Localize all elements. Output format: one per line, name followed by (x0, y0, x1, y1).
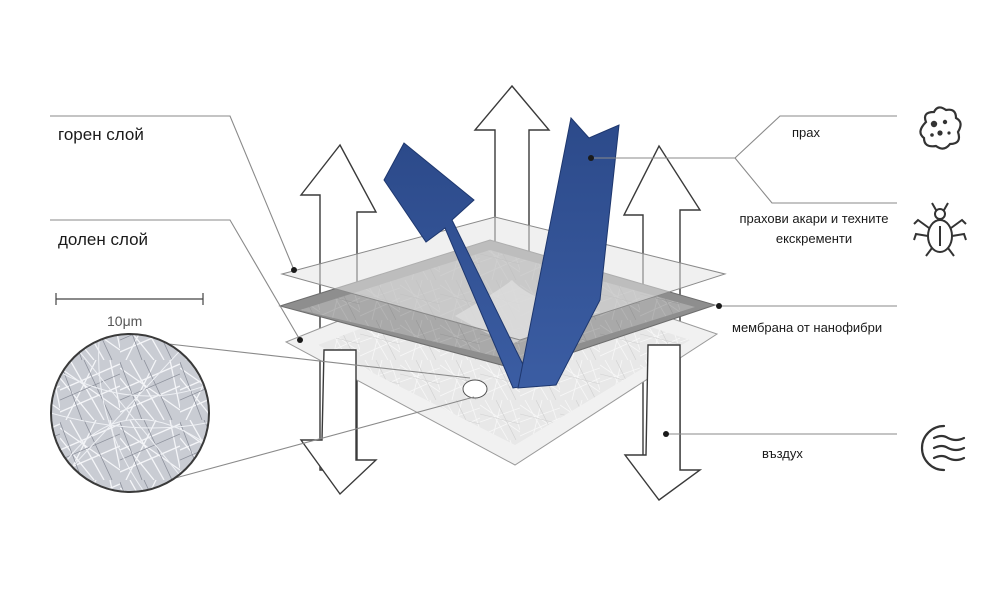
magnified-spot (462, 379, 488, 399)
dot-bottom-layer (297, 337, 303, 343)
label-dust: прах (792, 125, 820, 140)
label-membrane: мембрана от нанофибри (732, 320, 883, 335)
microscope-view (50, 333, 210, 493)
leader-bottom-layer (50, 219, 301, 341)
label-scale: 10μm (107, 313, 143, 329)
scale-bar (55, 293, 204, 305)
leader-dust (591, 115, 897, 159)
leader-zoom-bottom (167, 396, 475, 481)
dust-icon (919, 106, 962, 150)
dot-top-layer (291, 267, 297, 273)
leader-top-layer (50, 115, 295, 271)
particle-arrow-right (517, 116, 620, 389)
dot-membrane (716, 303, 722, 309)
label-mites-line2: екскременти (775, 231, 853, 246)
label-top-layer: горен слой (58, 125, 144, 144)
airflow-arrow-down-left (299, 349, 378, 496)
air-icon (920, 424, 966, 472)
leader-mites (734, 157, 897, 204)
label-air: въздух (762, 446, 803, 461)
dust-mite-icon (913, 202, 967, 257)
label-mites: прахови акари и техните екскременти (722, 211, 906, 246)
label-bottom-layer: долен слой (58, 230, 149, 249)
dot-dust (588, 155, 594, 161)
label-mites-line1: прахови акари и техните (739, 211, 889, 226)
leader-zoom-top (159, 342, 471, 379)
airflow-arrow-down-right (623, 344, 703, 501)
dot-air (663, 431, 669, 437)
